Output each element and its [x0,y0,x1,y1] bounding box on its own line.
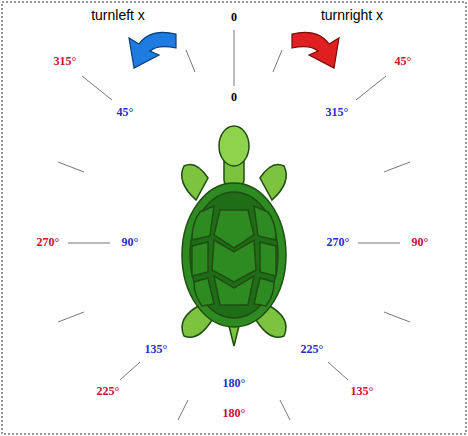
angle-label: 0 [231,91,237,104]
angle-tick [356,76,386,100]
angle-tick [68,243,110,244]
left-angle-label: 315° [326,106,349,119]
right-angle-label: 45° [395,55,412,68]
right-angle-label: 135° [351,385,374,398]
left-angle-label: 135° [145,343,168,356]
angle-tick [120,362,140,380]
turnleft-arrow [129,32,176,68]
angle-tick [384,162,410,172]
angle-tick [178,400,188,420]
angle-tick [328,362,348,380]
turnright-arrow [292,32,339,68]
left-angle-label: 225° [301,343,324,356]
angle-ticks [58,30,410,420]
right-angle-label: 180° [223,407,246,420]
angle-tick [58,312,84,322]
right-angle-label: 315° [54,55,77,68]
left-angle-label: 45° [117,106,134,119]
command-label: turnright x [321,8,383,23]
left-angle-label: 90° [122,236,139,249]
angle-tick [234,30,235,86]
angle-label: 0 [231,11,237,24]
angle-tick [358,243,400,244]
angle-tick [82,76,112,100]
left-angle-label: 270° [327,236,350,249]
left-angle-label: 180° [223,377,246,390]
angle-tick [280,400,290,420]
angle-tick [186,50,195,72]
command-label: turnleft x [91,8,145,23]
right-angle-label: 270° [37,236,60,249]
angle-tick [58,162,84,172]
angle-tick [273,50,282,72]
turtle-figure [182,126,287,346]
angle-tick [384,312,410,322]
right-angle-label: 90° [412,236,429,249]
right-angle-label: 225° [97,385,120,398]
